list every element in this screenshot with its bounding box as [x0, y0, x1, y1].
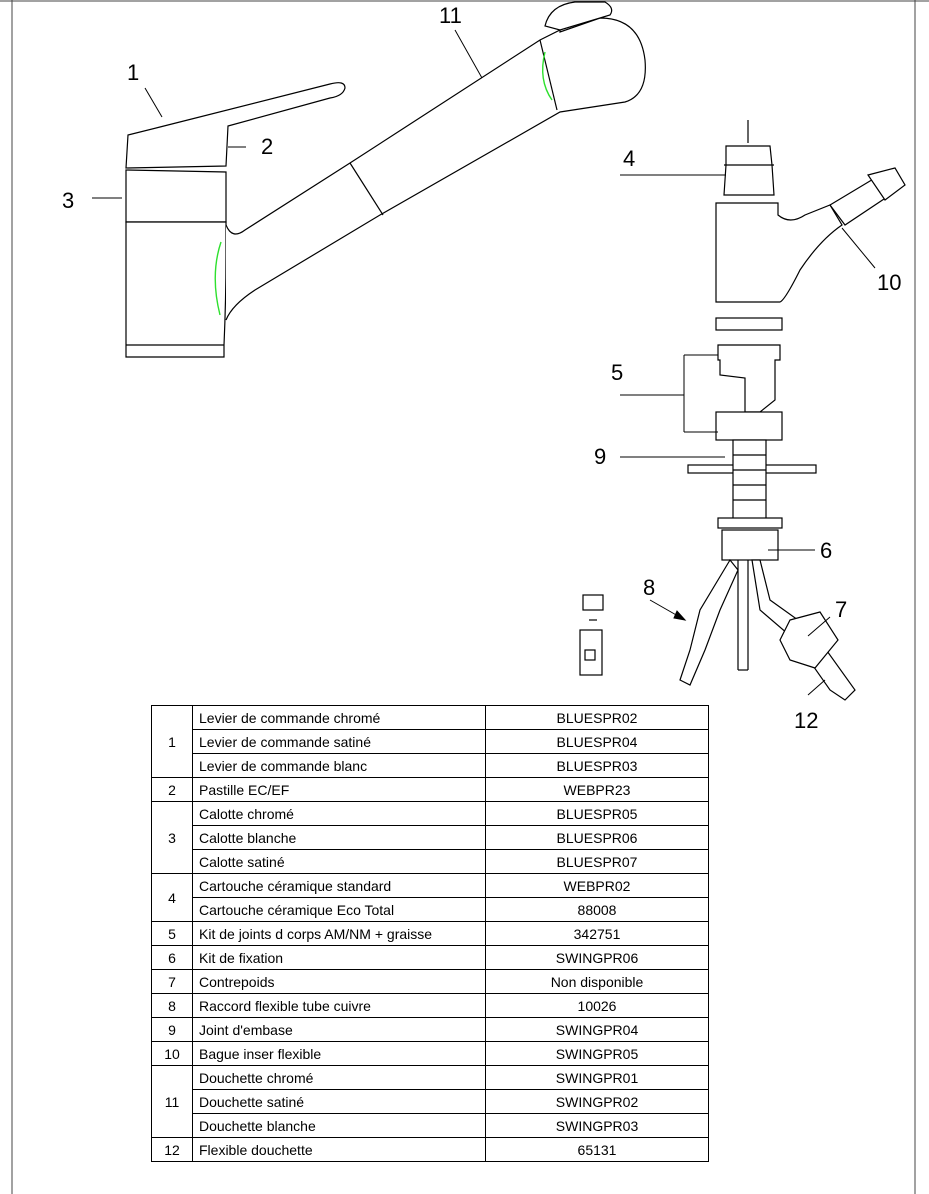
callout-10: 10 — [877, 270, 902, 295]
reference-cell: BLUESPR05 — [485, 801, 709, 826]
reference-cell: SWINGPR04 — [485, 1017, 709, 1042]
description-cell: Levier de commande blanc — [192, 753, 486, 778]
description-cell: Bague inser flexible — [192, 1041, 486, 1066]
description-cell: Calotte chromé — [192, 801, 486, 826]
reference-cell: BLUESPR06 — [485, 825, 709, 850]
reference-cell: 65131 — [485, 1137, 709, 1162]
item-number-cell: 1 — [151, 705, 193, 778]
description-cell: Joint d'embase — [192, 1017, 486, 1042]
item-number-cell: 10 — [151, 1041, 193, 1066]
callout-9: 9 — [594, 444, 607, 469]
reference-cell: 342751 — [485, 921, 709, 946]
callout-leader-lines — [92, 29, 876, 696]
description-cell: Raccord flexible tube cuivre — [192, 993, 486, 1018]
callout-1: 1 — [127, 60, 140, 85]
item-number-cell: 7 — [151, 969, 193, 994]
description-cell: Kit de joints d corps AM/NM + graisse — [192, 921, 486, 946]
description-cell: Contrepoids — [192, 969, 486, 994]
callout-3: 3 — [62, 188, 75, 213]
callout-7: 7 — [835, 597, 848, 622]
reference-cell: SWINGPR02 — [485, 1089, 709, 1114]
reference-cell: WEBPR23 — [485, 777, 709, 802]
reference-cell: Non disponible — [485, 969, 709, 994]
reference-cell: SWINGPR05 — [485, 1041, 709, 1066]
reference-cell: WEBPR02 — [485, 873, 709, 898]
description-cell: Douchette satiné — [192, 1089, 486, 1114]
item-number-cell: 8 — [151, 993, 193, 1018]
item-number-cell: 4 — [151, 873, 193, 922]
reference-cell: SWINGPR01 — [485, 1065, 709, 1090]
description-cell: Levier de commande satiné — [192, 729, 486, 754]
item-number-cell: 6 — [151, 945, 193, 970]
callout-6: 6 — [820, 538, 833, 563]
item-number-cell: 9 — [151, 1017, 193, 1042]
description-cell: Cartouche céramique Eco Total — [192, 897, 486, 922]
description-cell: Douchette chromé — [192, 1065, 486, 1090]
reference-cell: BLUESPR03 — [485, 753, 709, 778]
exploded-parts-drawing — [579, 120, 906, 701]
item-number-cell: 5 — [151, 921, 193, 946]
callout-8: 8 — [643, 575, 656, 600]
item-number-cell: 2 — [151, 777, 193, 802]
reference-cell: BLUESPR04 — [485, 729, 709, 754]
description-cell: Calotte satiné — [192, 849, 486, 874]
reference-cell: BLUESPR07 — [485, 849, 709, 874]
callout-5: 5 — [611, 360, 624, 385]
reference-cell: 88008 — [485, 897, 709, 922]
description-cell: Levier de commande chromé — [192, 705, 486, 730]
item-number-cell: 11 — [151, 1065, 193, 1138]
assembled-faucet-drawing — [125, 1, 646, 358]
callout-12: 12 — [794, 708, 819, 733]
item-number-cell: 12 — [151, 1137, 193, 1162]
reference-cell: SWINGPR03 — [485, 1113, 709, 1138]
description-cell: Douchette blanche — [192, 1113, 486, 1138]
callout-2: 2 — [261, 134, 274, 159]
reference-cell: 10026 — [485, 993, 709, 1018]
description-cell: Flexible douchette — [192, 1137, 486, 1162]
description-cell: Kit de fixation — [192, 945, 486, 970]
description-cell: Cartouche céramique standard — [192, 873, 486, 898]
description-cell: Calotte blanche — [192, 825, 486, 850]
callout-11: 11 — [439, 3, 462, 28]
reference-cell: SWINGPR06 — [485, 945, 709, 970]
description-cell: Pastille EC/EF — [192, 777, 486, 802]
item-number-cell: 3 — [151, 801, 193, 874]
reference-cell: BLUESPR02 — [485, 705, 709, 730]
callout-4: 4 — [623, 146, 636, 171]
